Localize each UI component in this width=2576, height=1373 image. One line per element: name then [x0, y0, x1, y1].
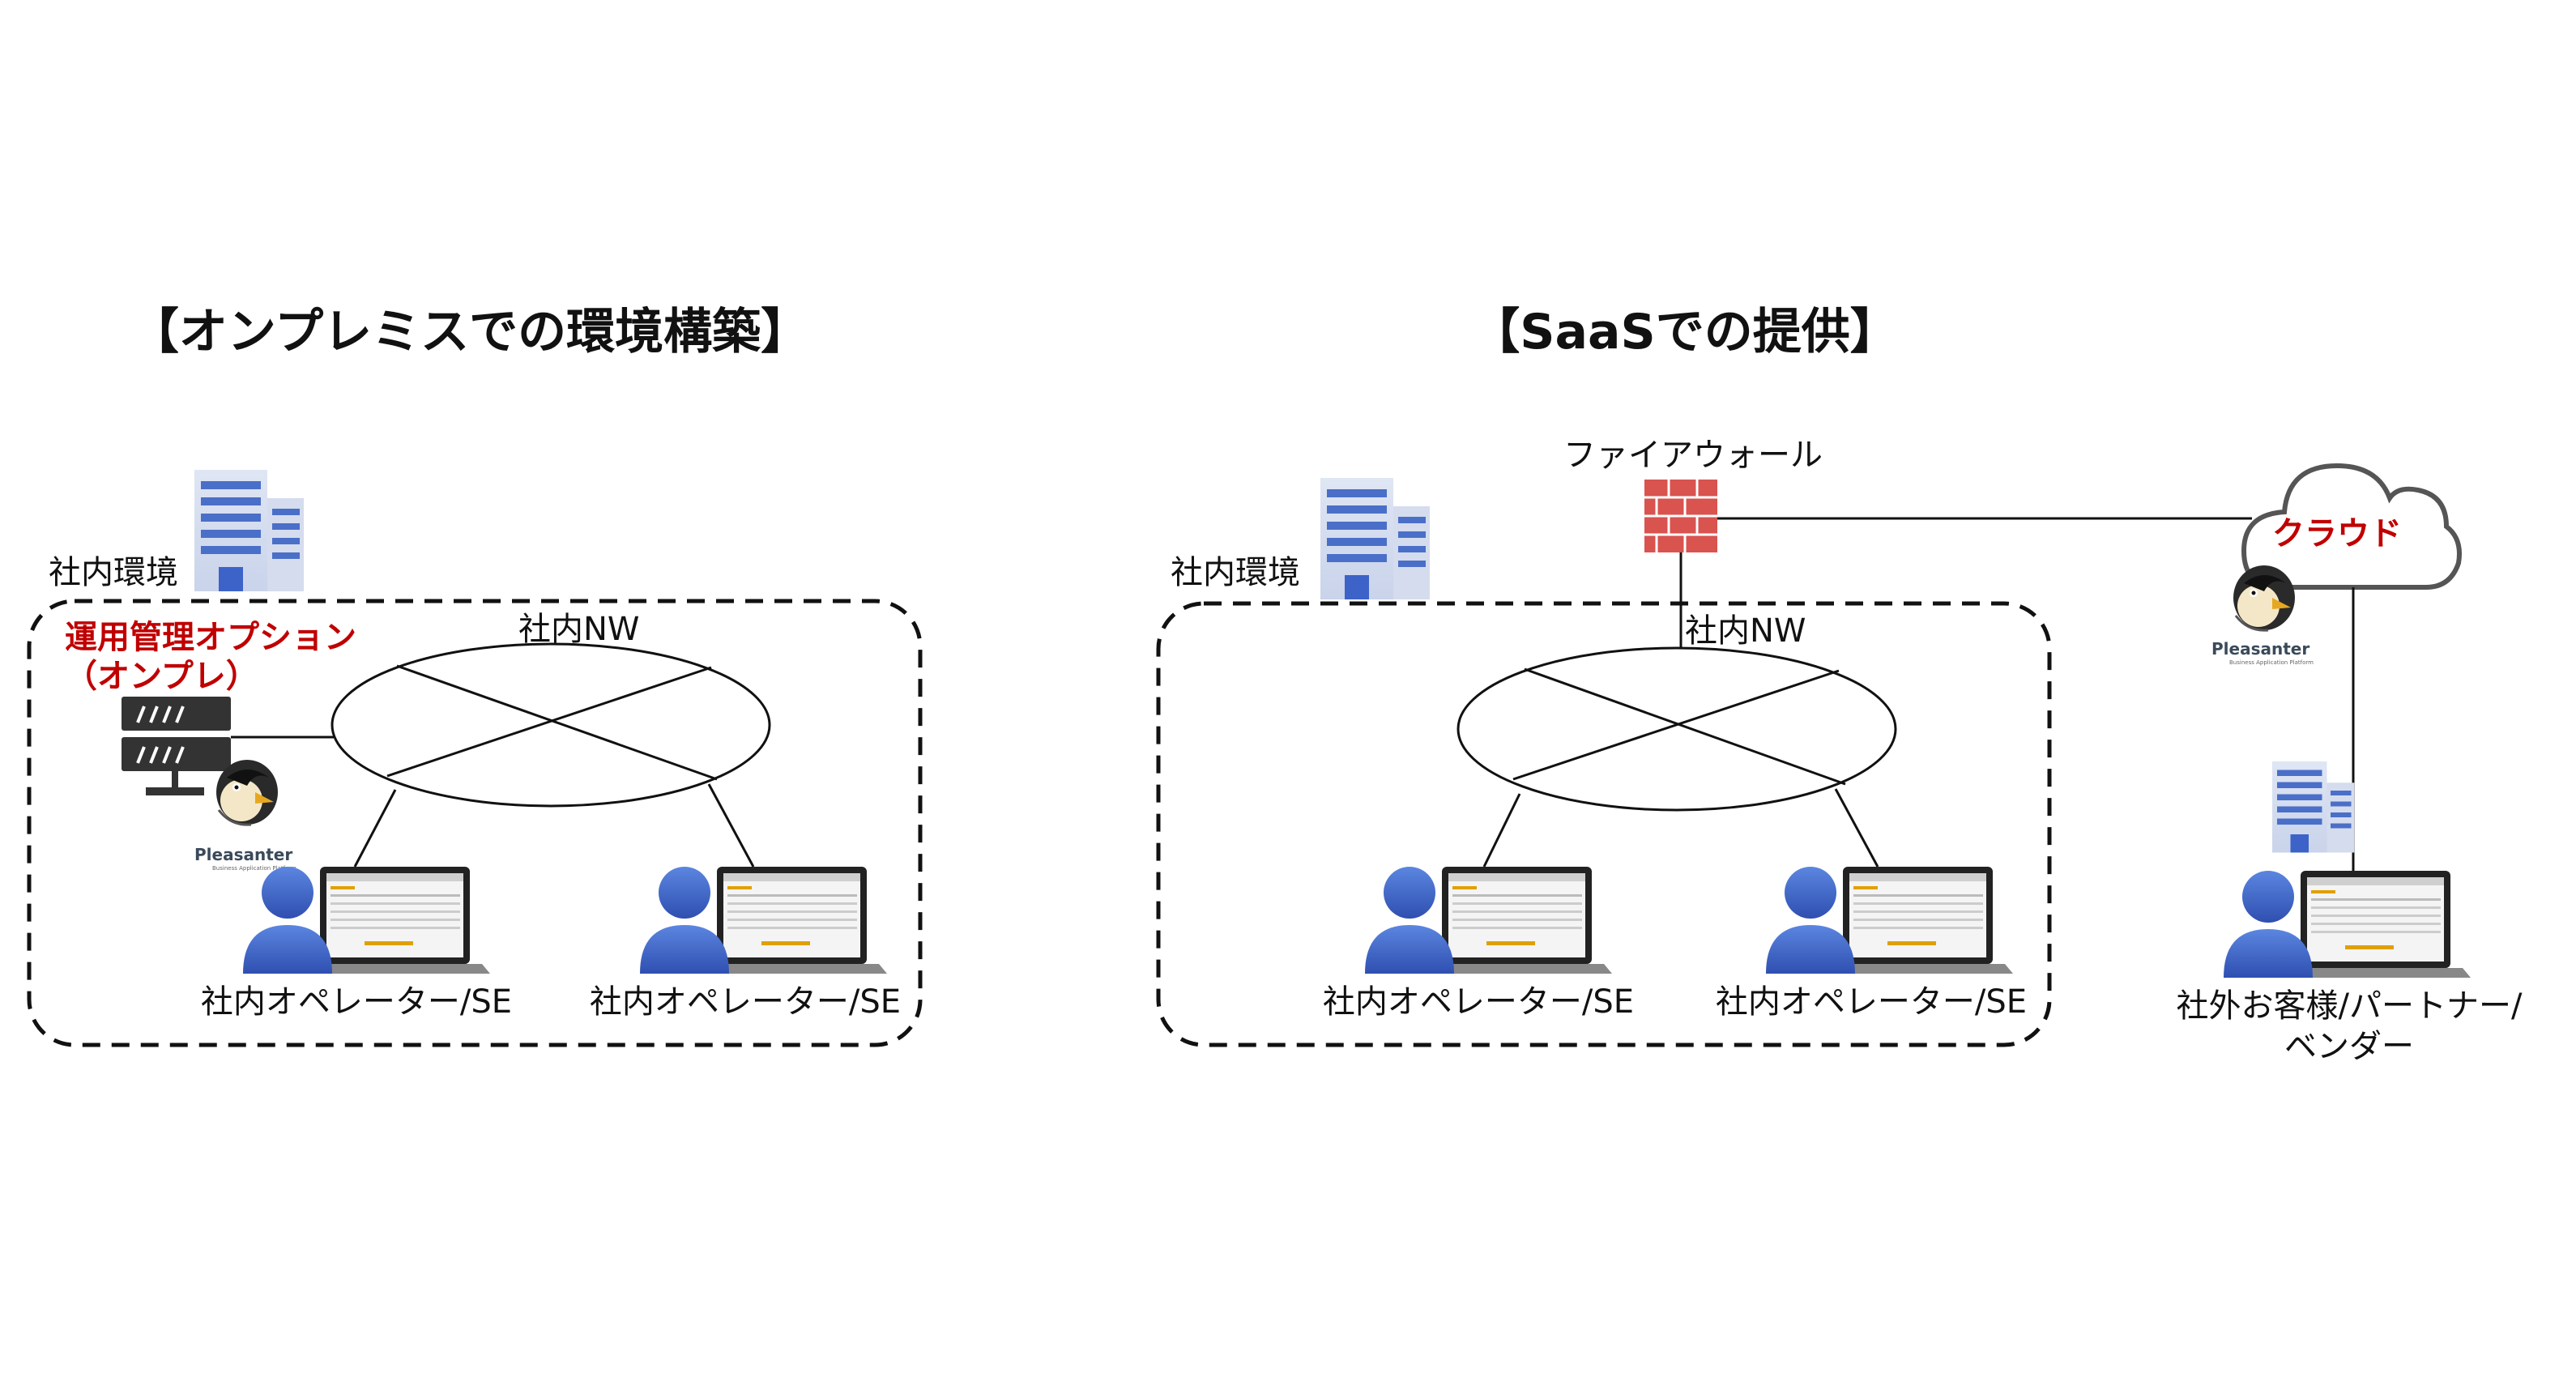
- firewall-icon: [1644, 480, 1717, 552]
- external-label-line1: 社外お客様/パートナー/: [2177, 987, 2523, 1025]
- right-mascot-icon: [2232, 564, 2297, 632]
- firewall-label: ファイアウォール: [1563, 437, 1823, 474]
- left-network-ellipse: [331, 642, 771, 808]
- left-mascot-icon: [215, 758, 279, 826]
- left-link-op1: [353, 789, 397, 868]
- right-building-icon: [1320, 478, 1430, 599]
- right-network-cross1: [1524, 667, 1846, 786]
- left-title: 【オンプレミスでの環境構築】: [130, 304, 809, 360]
- right-network-cross2: [1512, 669, 1840, 781]
- right-operator1-label: 社内オペレーター/SE: [1323, 983, 1634, 1021]
- left-network-label: 社内NW: [518, 611, 639, 648]
- left-office-label: 社内環境: [49, 554, 178, 591]
- left-option-line2: （オンプレ）: [65, 658, 258, 695]
- right-link-op2: [1834, 788, 1879, 868]
- left-operator2-label: 社内オペレーター/SE: [590, 983, 901, 1021]
- cloud-icon: [2241, 463, 2462, 590]
- external-label-line2: ベンダー: [2284, 1028, 2414, 1065]
- left-network-cross2: [386, 666, 712, 778]
- left-option-line1: 運用管理オプション: [65, 619, 356, 656]
- left-building-icon: [194, 470, 304, 591]
- left-operator1-label: 社内オペレーター/SE: [201, 983, 512, 1021]
- right-operator1-icon: [1365, 867, 1612, 974]
- svg-text:Business Application Platform: Business Application Platform: [212, 865, 296, 872]
- right-link-op1: [1482, 793, 1521, 868]
- cloud-label: クラウド: [2272, 515, 2402, 552]
- right-title: 【SaaSでの提供】: [1471, 304, 1898, 360]
- left-operator1-icon: [243, 867, 490, 974]
- right-operator2-label: 社内オペレーター/SE: [1716, 983, 2027, 1021]
- left-boundary: [27, 599, 923, 1047]
- right-brand: Pleasanter: [2211, 639, 2309, 659]
- left-link-op2: [707, 783, 755, 868]
- right-boundary: [1156, 601, 2052, 1047]
- left-brand: Pleasanter: [194, 845, 292, 864]
- right-office-label: 社内環境: [1171, 554, 1300, 591]
- left-network-cross1: [396, 664, 718, 781]
- left-server-icon: [122, 697, 231, 795]
- external-building-icon: [2272, 761, 2355, 853]
- right-network-ellipse: [1456, 646, 1897, 812]
- external-user-icon: [2224, 871, 2471, 978]
- svg-text:Business Application Platform: Business Application Platform: [2229, 659, 2314, 666]
- left-operator2-icon: [640, 867, 887, 974]
- right-operator2-icon: [1766, 867, 2013, 974]
- right-network-label: 社内NW: [1685, 612, 1806, 650]
